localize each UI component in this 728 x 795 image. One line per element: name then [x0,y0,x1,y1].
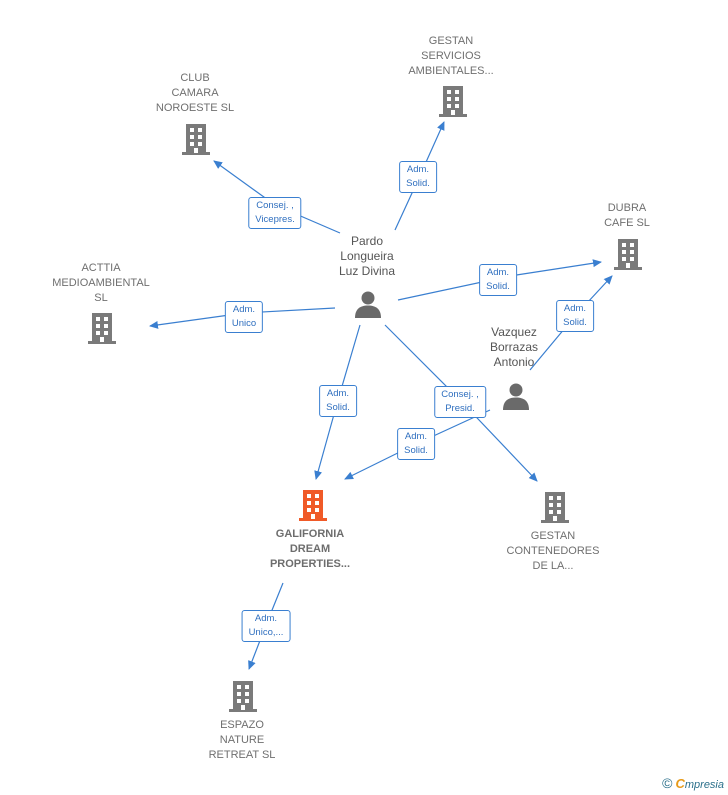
building-icon [541,492,569,523]
relation-label[interactable]: Adm. Solid. [397,428,435,460]
person-label-vazquez[interactable]: Vazquez Borrazas Antonio [489,325,539,369]
copyright-icon: © [662,775,673,791]
building-icon [182,124,210,155]
person-icon [503,383,529,410]
brand-footer[interactable]: © Cmpresia [662,775,724,791]
building-icon [88,313,116,344]
company-label-gestan-contenedores[interactable]: GESTAN CONTENEDORES DE LA... [506,530,600,572]
relation-label[interactable]: Adm. Solid. [479,264,517,296]
relation-label[interactable]: Adm. Solid. [556,300,594,332]
relation-label[interactable]: Adm. Solid. [399,161,437,193]
relation-label[interactable]: Adm. Unico [224,301,264,333]
building-icon [229,681,257,712]
company-label-acttia[interactable]: ACTTIA MEDIOAMBIENTAL SL [52,262,150,304]
company-label-dubra[interactable]: DUBRA CAFE SL [604,202,650,229]
company-label-gestan-servicios[interactable]: GESTAN SERVICIOS AMBIENTALES... [408,35,494,77]
relation-label[interactable]: Adm. Unico,... [241,610,291,642]
company-label-club[interactable]: CLUB CAMARA NOROESTE SL [155,72,235,114]
company-label-galifornia[interactable]: GALIFORNIA DREAM PROPERTIES... [269,528,351,570]
relation-label[interactable]: Adm. Solid. [319,385,357,417]
brand-logo: Cmpresia [675,775,724,791]
person-label-pardo[interactable]: Pardo Longueira Luz Divina [338,234,396,278]
company-label-espazo[interactable]: ESPAZO NATURE RETREAT SL [208,719,276,761]
relation-label[interactable]: Consej. , Vicepres. [248,197,302,229]
person-icon [355,291,381,318]
building-icon [614,239,642,270]
building-icon [299,490,327,521]
relation-label[interactable]: Consej. , Presid. [434,386,486,418]
building-icon [439,86,467,117]
